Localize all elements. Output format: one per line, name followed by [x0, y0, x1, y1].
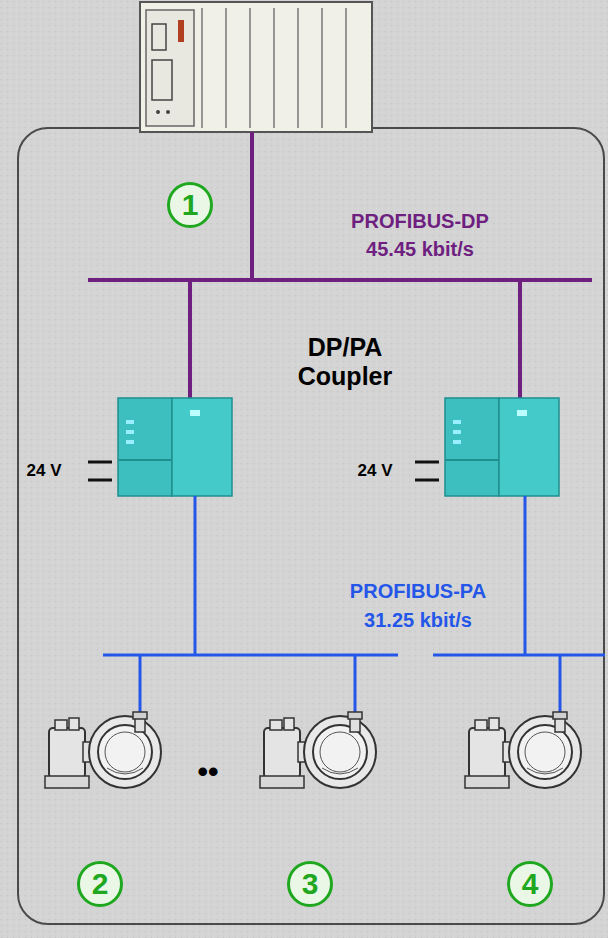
- pa-bus: [103, 496, 605, 713]
- callout-number: 1: [167, 182, 213, 228]
- callout-number: 3: [287, 861, 333, 907]
- callout-text: 1: [182, 190, 199, 220]
- callout-number: 4: [507, 861, 553, 907]
- bus-label: PROFIBUS-PA: [350, 580, 486, 603]
- bus-label: 31.25 kbit/s: [364, 609, 472, 632]
- ellipsis-mark: ••: [197, 755, 218, 790]
- dp-pa-coupler: [118, 398, 559, 496]
- pressure-transmitter: [465, 712, 581, 788]
- supply-terminal: [88, 462, 439, 480]
- bus-label: 24 V: [27, 461, 62, 481]
- callout-text: 4: [522, 869, 539, 899]
- pressure-transmitter: [45, 712, 161, 788]
- device-label: DP/PA Coupler: [270, 333, 420, 391]
- callout-number: 2: [77, 861, 123, 907]
- callout-text: 3: [302, 869, 319, 899]
- callout-text: 2: [92, 869, 109, 899]
- plc-rack: [140, 2, 372, 132]
- bus-label: 45.45 kbit/s: [366, 238, 474, 261]
- pressure-transmitter: [260, 712, 376, 788]
- dp-bus: [88, 132, 592, 400]
- bus-label: 24 V: [358, 461, 393, 481]
- bus-label: PROFIBUS-DP: [351, 210, 489, 233]
